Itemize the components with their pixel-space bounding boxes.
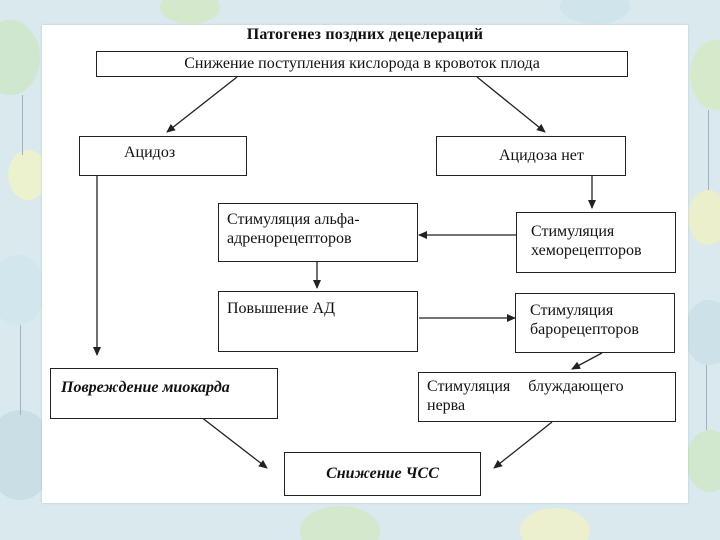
box-no-acidosis: Ацидоза нет: [436, 136, 626, 176]
balloon-decoration: [300, 506, 380, 540]
arrow-baro-to-vagus: [571, 352, 603, 370]
balloon-string: [706, 365, 707, 430]
balloon-decoration: [684, 300, 720, 365]
arrow-top-to-acidosis: [166, 76, 238, 133]
box-chemoreceptors: Стимуляция хеморецепторов: [516, 212, 676, 273]
balloon-decoration: [520, 508, 590, 540]
arrow-layer: [93, 76, 603, 469]
box-baroreceptors: Стимуляция барорецепторов: [515, 293, 675, 353]
arrow-vagus-to-hr: [493, 421, 553, 469]
balloon-decoration: [690, 40, 720, 110]
balloon-string: [708, 110, 709, 190]
box-alpha-receptors: Стимуляция альфа-адренорецепторов: [218, 203, 418, 262]
arrow-myocardium-to-hr: [191, 409, 268, 469]
box-vagus-nerve: Стимуляция блуждающего нерва: [418, 372, 676, 422]
box-acidosis: Ацидоз: [79, 136, 247, 176]
balloon-decoration: [0, 20, 40, 95]
balloon-decoration: [160, 0, 220, 24]
arrow-top-to-no-acidosis: [476, 76, 546, 133]
diagram-title: Патогенез поздних децелераций: [246, 26, 484, 43]
box-oxygen-decrease: Снижение поступления кислорода в кровото…: [96, 51, 628, 77]
balloon-decoration: [686, 430, 720, 492]
box-blood-pressure: Повышение АД: [218, 291, 418, 352]
balloon-string: [20, 325, 21, 415]
box-heart-rate-decrease: Снижение ЧСС: [284, 452, 481, 496]
balloon-decoration: [560, 0, 630, 24]
balloon-decoration: [8, 150, 48, 200]
balloon-string: [22, 95, 23, 155]
balloon-decoration: [688, 190, 720, 245]
balloon-decoration: [0, 255, 45, 325]
slide: Патогенез поздних децелераций: [42, 25, 688, 503]
box-myocardium-damage: Повреждение миокарда: [50, 368, 278, 419]
